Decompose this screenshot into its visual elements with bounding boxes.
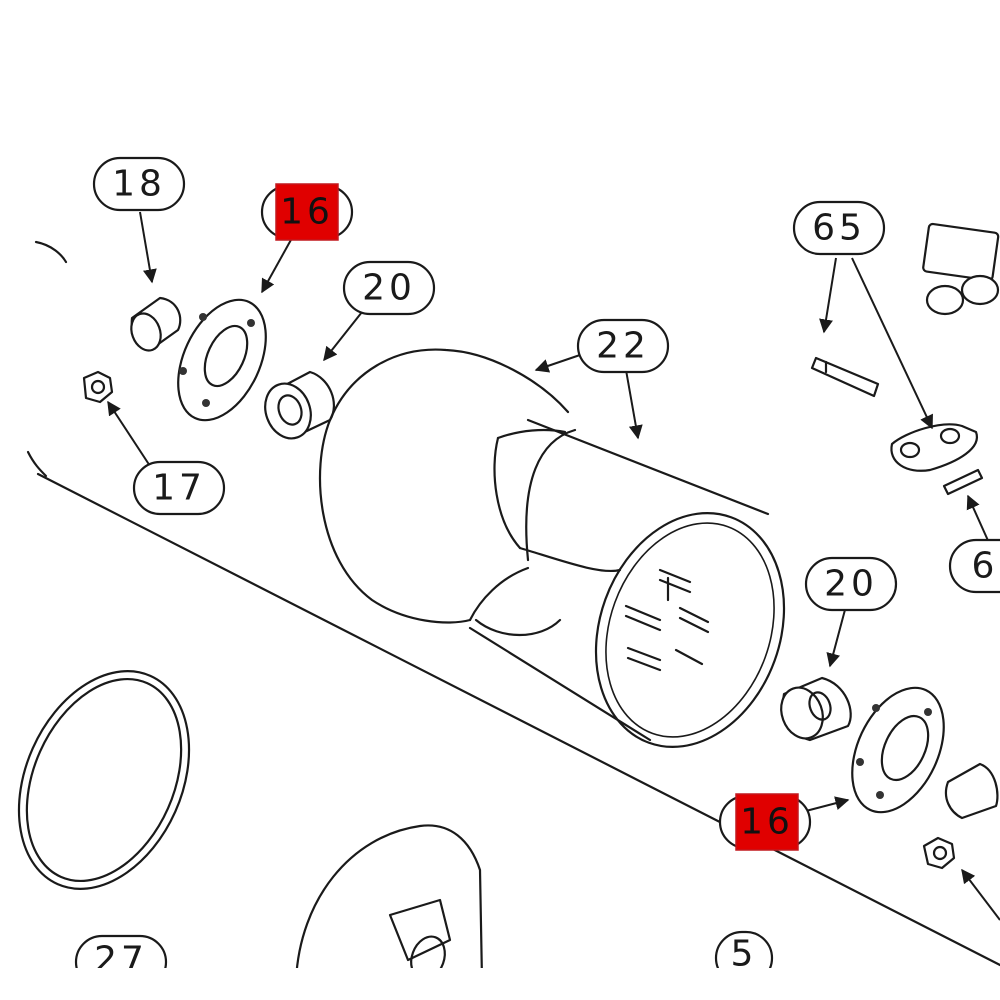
- callout-20-top: 20: [342, 260, 436, 316]
- callout-6-label: 6: [972, 546, 999, 587]
- callout-16-bottom: 16: [718, 793, 812, 851]
- callout-18-label: 18: [112, 164, 166, 205]
- callout-16-bottom-label: 16: [740, 802, 794, 843]
- callout-65: 65: [792, 200, 886, 256]
- callout-17-label: 17: [152, 468, 206, 509]
- callout-20-top-label: 20: [362, 268, 416, 309]
- leader-lines: [107, 211, 1000, 921]
- housing-outline: [26, 240, 1000, 967]
- part-17-nut-top: [82, 370, 114, 404]
- part-16-flange-plate-bottom: [851, 686, 945, 814]
- callout-22: 22: [576, 318, 670, 374]
- callout-16-top-label: 16: [280, 192, 334, 233]
- part-bushing-bottom: [944, 762, 999, 820]
- highlight-box-16-bottom: [735, 793, 799, 851]
- part-18-bushing: [130, 296, 182, 352]
- callout-5-label: 5: [731, 934, 758, 975]
- highlight-box-16-top: [275, 183, 339, 241]
- callout-65-label: 65: [812, 208, 866, 249]
- callout-6-partial: 6: [948, 538, 1000, 594]
- callout-20-bottom: 20: [804, 556, 898, 612]
- callout-22-label: 22: [596, 326, 650, 367]
- part-20-bearing-top: [264, 370, 335, 440]
- part-22-drum: [318, 348, 786, 748]
- part-65-chain-pin: [810, 356, 880, 398]
- part-nut-bottom: [922, 836, 956, 870]
- bottom-margin: [0, 968, 1000, 1000]
- callout-20-bottom-label: 20: [824, 564, 878, 605]
- callout-16-top: 16: [260, 183, 354, 241]
- drum-studs: [624, 568, 710, 672]
- part-20-bearing-bottom: [780, 676, 852, 742]
- callout-18: 18: [92, 156, 186, 212]
- chain-link-upper: [922, 222, 1000, 316]
- part-16-flange-plate-top: [177, 298, 267, 422]
- callout-17: 17: [132, 460, 226, 516]
- part-27-ring: [17, 670, 191, 890]
- part-disc: [294, 824, 484, 982]
- chain-link-connector: [890, 423, 984, 496]
